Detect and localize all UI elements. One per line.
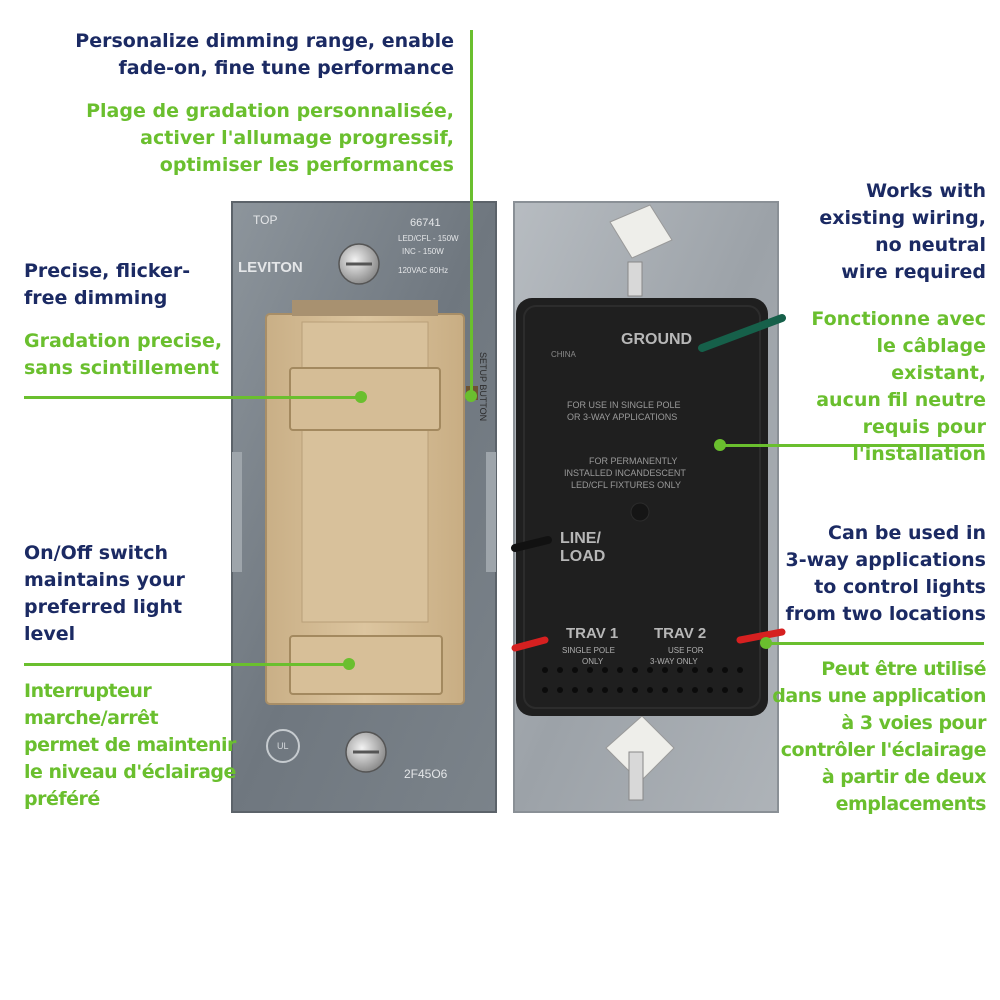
wiring-caption-fr: Fonctionne avec le câblage existant, auc… xyxy=(811,308,986,465)
front-bottom-screw xyxy=(345,731,387,773)
back-trav2-label: TRAV 2 xyxy=(654,625,706,642)
threeway-caption-en: Can be used in 3-way applications to con… xyxy=(785,522,986,625)
setup-callout-dot xyxy=(465,390,477,402)
wiring-caption-en: Works with existing wiring, no neutral w… xyxy=(819,180,986,283)
back-line-label-1: LINE/ xyxy=(560,530,601,547)
switch-caption-fr: Interrupteur marche/arrêt permet de main… xyxy=(24,680,236,810)
front-left-tab xyxy=(232,452,242,572)
back-perm-line-2: INSTALLED INCANDESCENT xyxy=(564,468,686,478)
back-trav1-label: TRAV 1 xyxy=(566,625,618,642)
threeway-callout-line xyxy=(768,642,984,645)
threeway-caption-fr: Peut être utilisé dans une application à… xyxy=(772,658,986,815)
back-trav2-sub-1: USE FOR xyxy=(668,646,704,655)
front-top-screw xyxy=(338,243,380,285)
front-rating-3: 120VAC 60Hz xyxy=(398,266,448,275)
back-trav2-sub-2: 3-WAY ONLY xyxy=(650,657,698,666)
back-perm-line-1: FOR PERMANENTLY xyxy=(589,456,677,466)
threeway-callout-dot xyxy=(760,637,772,649)
front-model-label: 66741 xyxy=(410,217,441,229)
front-top-label: TOP xyxy=(253,213,277,227)
trav1-wire xyxy=(511,636,549,652)
ul-logo xyxy=(266,729,300,763)
back-line-label-2: LOAD xyxy=(560,548,605,565)
back-use-line-2: OR 3-WAY APPLICATIONS xyxy=(567,412,677,422)
front-brand-label: LEVITON xyxy=(238,259,303,276)
setup-caption-en: Personalize dimming range, enable fade-o… xyxy=(75,30,454,79)
terminal-holes xyxy=(542,502,743,693)
trav2-wire xyxy=(736,628,786,644)
flicker-caption-fr: Gradation precise, sans scintillement xyxy=(24,330,223,379)
back-trav1-sub-2: ONLY xyxy=(582,657,604,666)
back-bottom-bracket xyxy=(605,715,675,801)
setup-caption-fr: Plage de gradation personnalisée, active… xyxy=(86,100,454,176)
front-code-label: 2F45O6 xyxy=(404,767,448,781)
switch-caption-en: On/Off switch maintains your preferred l… xyxy=(24,542,185,645)
wiring-callout-line xyxy=(720,444,984,447)
back-ground-label: GROUND xyxy=(621,331,692,348)
setup-button-label: SETUP BUTTON xyxy=(478,352,488,421)
flicker-callout-line xyxy=(24,396,361,399)
front-rating-2: INC - 150W xyxy=(402,247,444,256)
flicker-callout-dot xyxy=(355,391,367,403)
line-load-wire xyxy=(511,536,552,552)
back-use-line-1: FOR USE IN SINGLE POLE xyxy=(567,400,681,410)
switch-callout-line xyxy=(24,663,349,666)
back-trav1-sub-1: SINGLE POLE xyxy=(562,646,615,655)
back-perm-line-3: LED/CFL FIXTURES ONLY xyxy=(571,480,681,490)
wiring-callout-dot xyxy=(714,439,726,451)
ul-mark-text: UL xyxy=(277,741,289,751)
switch-callout-dot xyxy=(343,658,355,670)
front-rating-1: LED/CFL - 150W xyxy=(398,234,459,243)
front-right-tab xyxy=(486,452,496,572)
flicker-caption-en: Precise, flicker- free dimming xyxy=(24,260,191,309)
back-china-label: CHINA xyxy=(551,350,577,359)
back-top-bracket xyxy=(609,204,673,297)
ground-wire xyxy=(698,314,786,352)
setup-callout-line xyxy=(470,30,473,396)
